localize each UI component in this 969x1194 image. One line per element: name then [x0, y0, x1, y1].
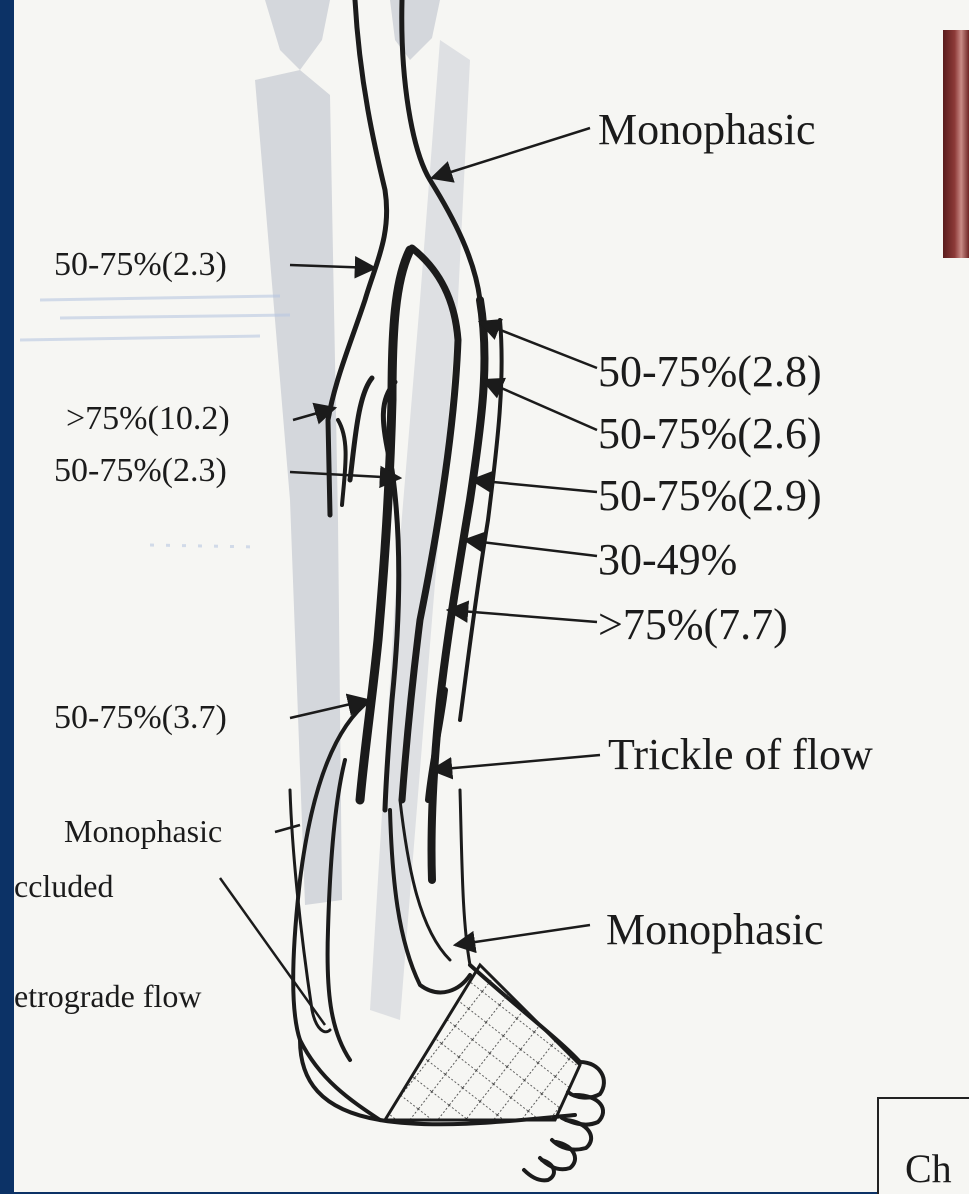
- label-stenosis-2-9: 50-75%(2.9): [598, 474, 822, 518]
- label-stenosis-2-8: 50-75%(2.8): [598, 350, 822, 394]
- label-stenosis-2-3-lower: 50-75%(2.3): [54, 454, 227, 488]
- foot-mesh: [385, 965, 580, 1120]
- label-stenosis-10-2: >75%(10.2): [66, 402, 230, 436]
- label-monophasic-top: Monophasic: [598, 108, 816, 152]
- label-stenosis-2-3-upper: 50-75%(2.3): [54, 248, 227, 282]
- caption-box: Ch: [877, 1097, 969, 1194]
- label-stenosis-7-7: >75%(7.7): [598, 603, 788, 647]
- label-trickle-of-flow: Trickle of flow: [608, 733, 873, 777]
- label-monophasic-left: Monophasic: [64, 815, 222, 847]
- label-occluded: ccluded: [14, 870, 114, 902]
- label-monophasic-ankle: Monophasic: [606, 908, 824, 952]
- clinical-photo-thumbnail: [943, 30, 969, 258]
- caption-text: Ch: [905, 1145, 952, 1192]
- label-stenosis-2-6: 50-75%(2.6): [598, 412, 822, 456]
- label-stenosis-30-49: 30-49%: [598, 538, 737, 582]
- label-stenosis-3-7: 50-75%(3.7): [54, 701, 227, 735]
- label-retrograde-flow: etrograde flow: [14, 980, 201, 1012]
